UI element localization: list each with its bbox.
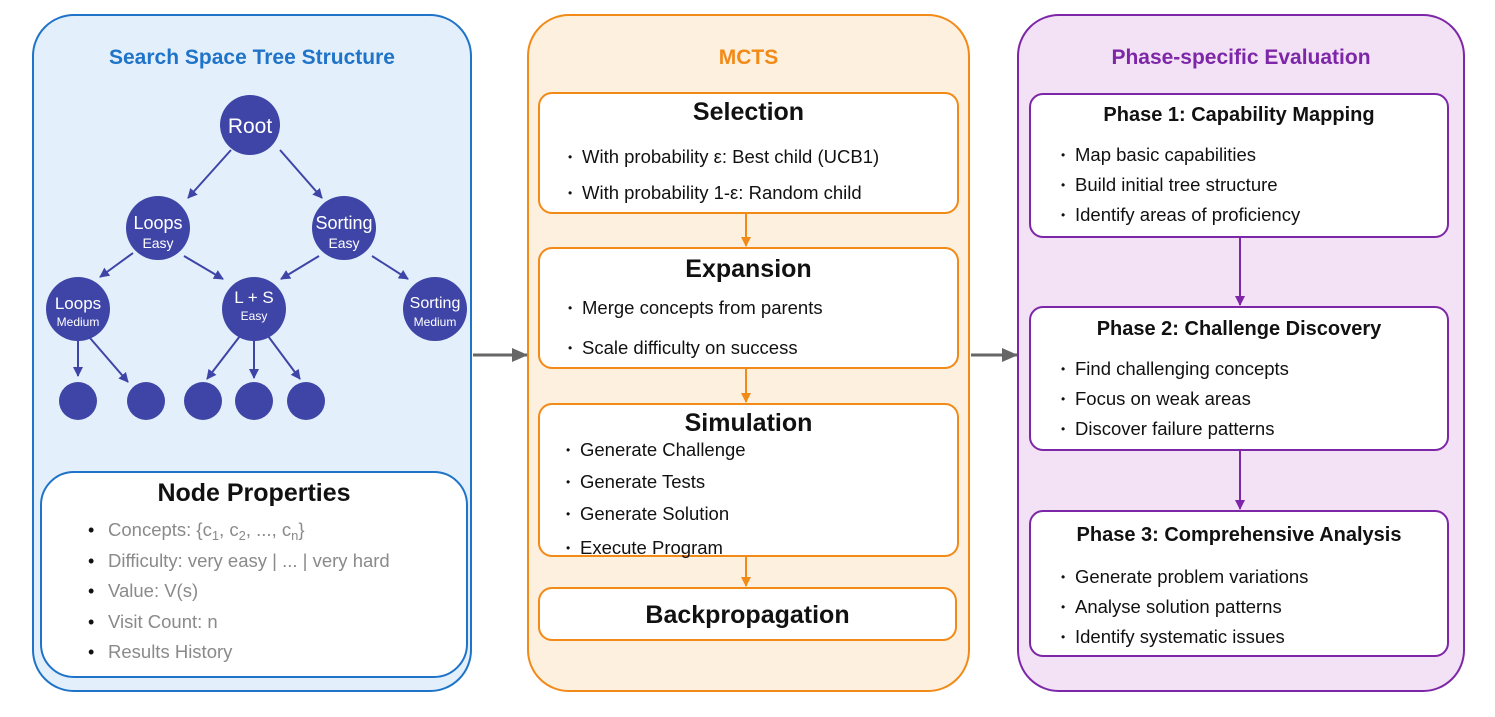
phase1-item-3: Identify areas of proficiency [1061, 200, 1300, 230]
edge-loopsmed-leaf2 [89, 337, 129, 383]
phase2-box: Phase 2: Challenge Discovery Find challe… [1029, 306, 1449, 451]
edge-root-loops [187, 149, 232, 199]
expansion-title: Expansion [685, 255, 812, 283]
property-results-history: Results History [88, 637, 390, 668]
node-loops-medium [46, 277, 110, 341]
edge-ls-leaf5 [267, 335, 301, 380]
node-leaf-4 [235, 382, 273, 420]
property-concepts: Concepts: {c1, c2, ..., cn} [88, 515, 390, 546]
edge-loops-ls [183, 255, 224, 280]
property-visit-count: Visit Count: n [88, 607, 390, 638]
edge-ls-leaf3 [206, 335, 241, 380]
node-sorting-easy-difficulty: Easy [328, 235, 359, 251]
phase3-list: Generate problem variations Analyse solu… [1061, 562, 1308, 652]
node-loops-medium-difficulty: Medium [57, 315, 100, 329]
node-ls-easy [222, 277, 286, 341]
expansion-list: Merge concepts from parents Scale diffic… [568, 293, 823, 363]
node-ls-easy-difficulty: Easy [241, 309, 268, 323]
node-root-label: Root [228, 115, 273, 138]
phase1-item-2: Build initial tree structure [1061, 170, 1300, 200]
selection-item-1: With probability ε: Best child (UCB1) [568, 142, 879, 178]
node-leaf-2 [127, 382, 165, 420]
simulation-item-1: Generate Challenge [566, 435, 746, 467]
phase3-item-3: Identify systematic issues [1061, 622, 1308, 652]
phase1-item-1: Map basic capabilities [1061, 140, 1300, 170]
edge-sorting-sortmed [371, 255, 409, 280]
phase3-item-2: Analyse solution patterns [1061, 592, 1308, 622]
backpropagation-title: Backpropagation [645, 601, 850, 629]
expansion-item-2: Scale difficulty on success [568, 333, 823, 363]
search-space-title: Search Space Tree Structure [109, 46, 395, 69]
node-properties-title: Node Properties [157, 479, 351, 507]
node-loops-easy-difficulty: Easy [142, 235, 173, 251]
phase2-item-1: Find challenging concepts [1061, 354, 1289, 384]
node-leaf-5 [287, 382, 325, 420]
simulation-item-3: Generate Solution [566, 499, 746, 533]
phase3-item-1: Generate problem variations [1061, 562, 1308, 592]
node-loops-easy [126, 196, 190, 260]
node-properties-box: Node Properties Concepts: {c1, c2, ..., … [40, 471, 468, 678]
selection-title: Selection [692, 98, 805, 126]
node-root [220, 95, 280, 155]
edge-sorting-ls [280, 255, 320, 280]
node-ls-easy-label: L + S [234, 288, 274, 307]
edge-root-sorting [279, 149, 323, 199]
phase3-box: Phase 3: Comprehensive Analysis Generate… [1029, 510, 1449, 657]
node-leaf-3 [184, 382, 222, 420]
phase2-list: Find challenging concepts Focus on weak … [1061, 354, 1289, 444]
property-difficulty: Difficulty: very easy | ... | very hard [88, 546, 390, 577]
node-loops-easy-label: Loops [133, 213, 182, 233]
backpropagation-box: Backpropagation [538, 587, 957, 641]
selection-list: With probability ε: Best child (UCB1) Wi… [568, 142, 879, 208]
node-sorting-easy [312, 196, 376, 260]
simulation-item-4: Execute Program [566, 533, 746, 563]
expansion-box: Expansion Merge concepts from parents Sc… [538, 247, 959, 369]
phase1-title: Phase 1: Capability Mapping [1103, 104, 1375, 126]
node-leaf-1 [59, 382, 97, 420]
node-sorting-medium-difficulty: Medium [414, 315, 457, 329]
simulation-item-2: Generate Tests [566, 467, 746, 499]
node-sorting-medium [403, 277, 467, 341]
evaluation-title: Phase-specific Evaluation [1111, 46, 1371, 69]
expansion-item-1: Merge concepts from parents [568, 293, 823, 333]
simulation-list: Generate Challenge Generate Tests Genera… [566, 435, 746, 563]
selection-item-2: With probability 1-ε: Random child [568, 178, 879, 208]
simulation-box: Simulation Generate Challenge Generate T… [538, 403, 959, 563]
phase3-title: Phase 3: Comprehensive Analysis [1076, 524, 1402, 546]
phase1-box: Phase 1: Capability Mapping Map basic ca… [1029, 93, 1449, 238]
edge-loops-loopsmed [99, 252, 134, 278]
mcts-title: MCTS [718, 46, 779, 69]
property-value: Value: V(s) [88, 576, 390, 607]
phase2-item-2: Focus on weak areas [1061, 384, 1289, 414]
phase2-item-3: Discover failure patterns [1061, 414, 1289, 444]
simulation-title: Simulation [684, 409, 813, 437]
node-sorting-easy-label: Sorting [315, 213, 372, 233]
node-properties-list: Concepts: {c1, c2, ..., cn} Difficulty: … [88, 515, 390, 668]
phase2-title: Phase 2: Challenge Discovery [1096, 318, 1382, 340]
node-loops-medium-label: Loops [55, 294, 101, 313]
phase1-list: Map basic capabilities Build initial tre… [1061, 140, 1300, 230]
selection-box: Selection With probability ε: Best child… [538, 92, 959, 214]
node-sorting-medium-label: Sorting [410, 295, 461, 312]
